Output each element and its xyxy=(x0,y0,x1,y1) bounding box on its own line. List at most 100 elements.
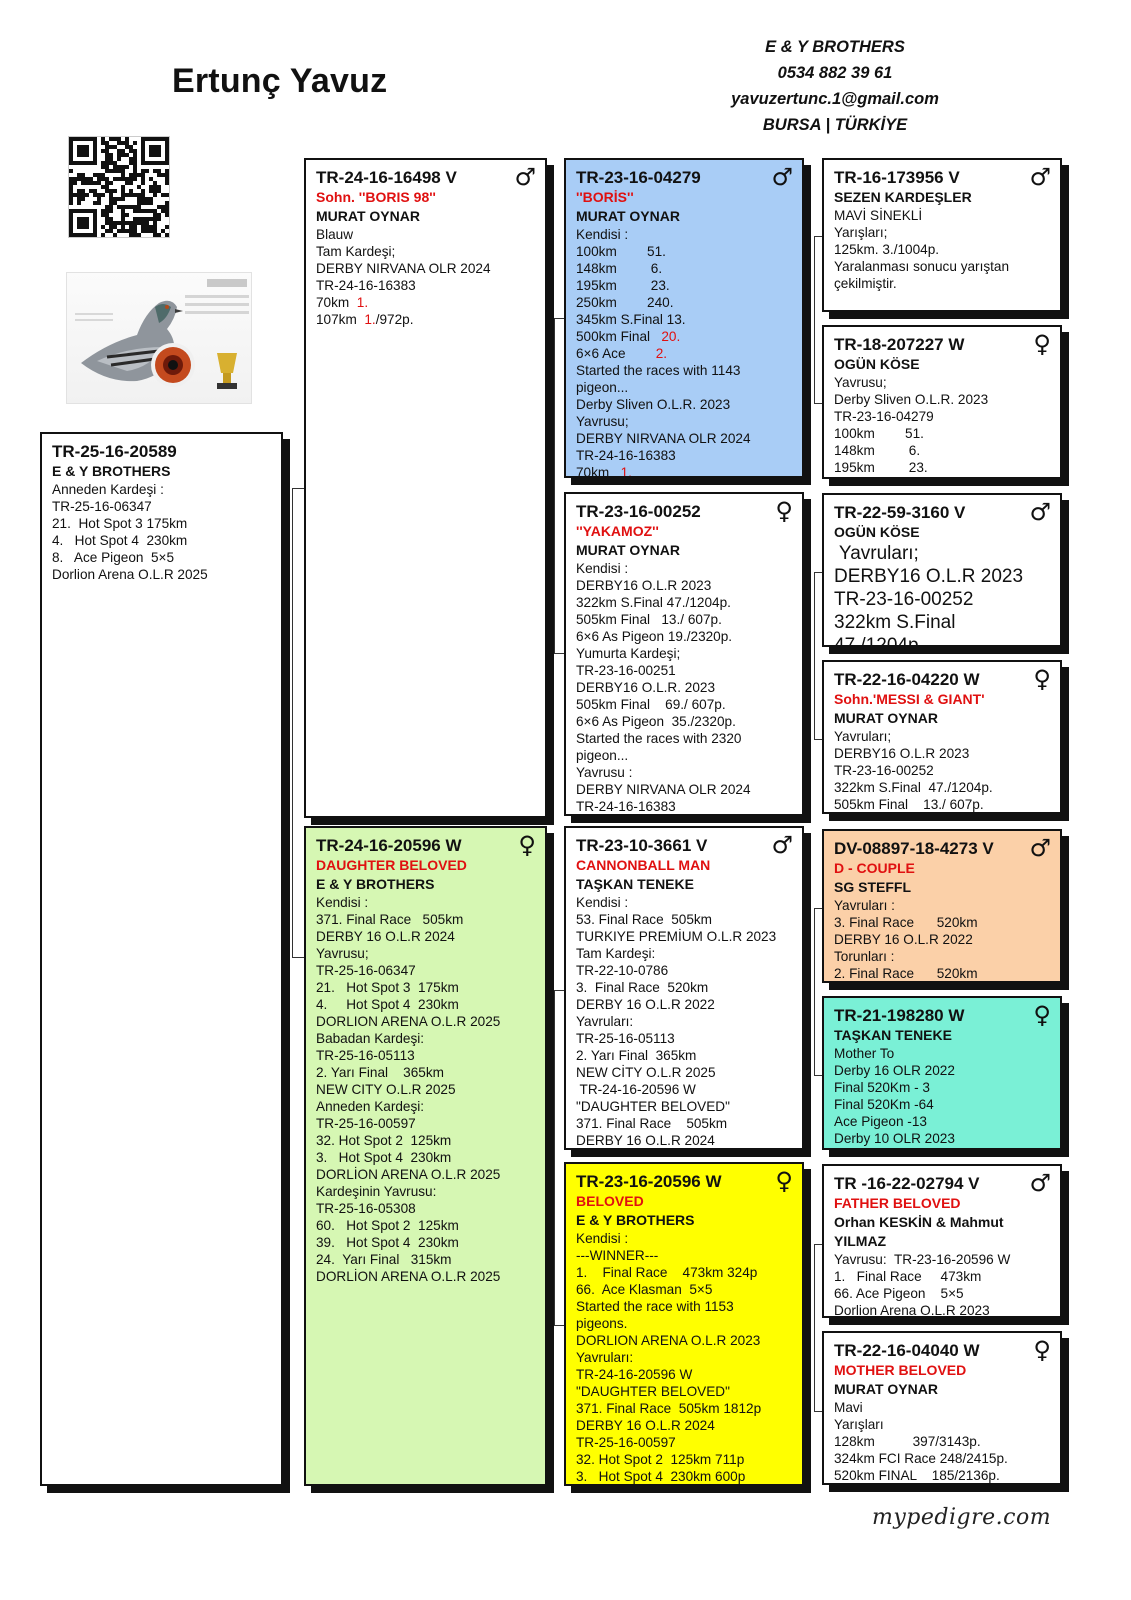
ring-number: TR-22-16-04220 W xyxy=(834,670,980,689)
owner-name: Ertunç Yavuz xyxy=(172,62,388,100)
female-symbol-icon: ♀ xyxy=(1033,1336,1051,1364)
note-line: TR-23-16-00252 xyxy=(834,589,974,610)
qr-module xyxy=(113,137,117,141)
note-line: 195km 23. xyxy=(576,278,670,293)
female-symbol-icon: ♀ xyxy=(775,1167,793,1195)
qr-module xyxy=(101,209,105,213)
ring-number: TR-16-173956 V xyxy=(834,168,960,187)
qr-module xyxy=(129,205,133,209)
note-line: Derby 16 OLR 2022 xyxy=(834,1063,955,1078)
qr-module xyxy=(117,157,121,161)
qr-module xyxy=(133,217,137,221)
note-line: 21. Hot Spot 3 175km xyxy=(316,980,459,995)
qr-module xyxy=(153,193,157,197)
qr-module xyxy=(165,177,169,181)
qr-module xyxy=(145,229,149,233)
pigeon-illustration xyxy=(75,279,249,389)
pigeon-name: CANNONBALL MAN xyxy=(576,857,711,873)
qr-module xyxy=(101,141,105,145)
note-line: TR-23-16-00251 xyxy=(576,663,676,678)
note-line: Kendisi : xyxy=(576,561,629,576)
pedigree-card-sds[interactable]: TR-22-59-3160 V♂OGÜN KÖSE Yavruları;DERB… xyxy=(822,493,1062,647)
qr-module xyxy=(129,221,133,225)
qr-module xyxy=(149,229,153,233)
qr-module xyxy=(121,193,125,197)
qr-module xyxy=(105,157,109,161)
contact-phone[interactable]: 0534 882 39 61 xyxy=(777,64,893,82)
qr-module xyxy=(93,173,97,177)
note-line: Blauw xyxy=(316,227,354,242)
qr-module xyxy=(69,189,73,193)
qr-module xyxy=(77,177,81,181)
qr-module xyxy=(145,197,149,201)
qr-module xyxy=(109,205,113,209)
qr-module xyxy=(145,217,149,221)
breeder-name: MURAT OYNAR xyxy=(316,208,420,224)
note-line: 148km 6. xyxy=(576,261,663,276)
qr-module xyxy=(105,217,109,221)
qr-module xyxy=(121,149,125,153)
contact-location: BURSA | TÜRKİYE xyxy=(762,116,908,134)
qr-module xyxy=(137,197,141,201)
qr-module xyxy=(129,181,133,185)
pigeon-photo xyxy=(66,272,252,404)
qr-module xyxy=(105,145,109,149)
qr-module xyxy=(141,197,145,201)
qr-module xyxy=(117,141,121,145)
qr-code-icon[interactable] xyxy=(68,136,170,238)
note-line: TR-22-10-0786 xyxy=(576,963,669,978)
ring-number: TR-23-16-00252 xyxy=(576,502,701,521)
qr-module xyxy=(109,193,113,197)
note-line: 322km S.Final 47./1204p. xyxy=(834,780,993,795)
qr-module xyxy=(129,161,133,165)
qr-module xyxy=(129,225,133,229)
note-line: Yavruları: xyxy=(576,1014,634,1029)
qr-module xyxy=(157,185,161,189)
footer-brand: mypedigre.com xyxy=(872,1505,1052,1530)
pedigree-card-sire[interactable]: TR-24-16-16498 V♂Sohn. ''BORIS 98''MURAT… xyxy=(304,158,547,818)
card-notes: Kendisi :100km 51.148km 6.195km 23.250km… xyxy=(576,226,792,476)
note-line: Started the races with 1143 xyxy=(576,363,741,378)
male-symbol-icon: ♂ xyxy=(1029,163,1051,191)
qr-module xyxy=(109,225,113,229)
breeder-name: OGÜN KÖSE xyxy=(834,524,920,540)
qr-module xyxy=(129,177,133,181)
note-line: TR-24-16-20596 W xyxy=(576,1082,696,1097)
contact-email[interactable]: yavuzertunc.1@gmail.com xyxy=(731,90,939,108)
qr-module xyxy=(105,165,109,169)
pedigree-card-sdd[interactable]: TR-22-16-04220 W♀Sohn.'MESSI & GIANT'MUR… xyxy=(822,660,1062,814)
qr-module xyxy=(113,221,117,225)
note-line: Final 520Km - 3 xyxy=(834,1080,930,1095)
note-line: pigeon... xyxy=(576,748,629,763)
qr-module xyxy=(97,193,101,197)
qr-module xyxy=(113,145,117,149)
qr-module xyxy=(165,181,169,185)
note-line: 148km 6. xyxy=(834,443,921,458)
note-line: DERBY NIRVANA OLR 2024 xyxy=(316,261,491,276)
note-line: TR-24-16-16383 xyxy=(576,799,676,814)
qr-module xyxy=(113,201,117,205)
qr-module xyxy=(109,181,113,185)
note-line: TR-23-16-04279 xyxy=(834,409,934,424)
ring-number: TR-23-16-04279 xyxy=(576,168,701,187)
note-line: Derby Sliven O.L.R. 2023 xyxy=(834,392,989,407)
qr-module xyxy=(161,173,165,177)
note-line: MAVİ SİNEKLİ xyxy=(834,208,923,223)
female-symbol-icon: ♀ xyxy=(1033,1001,1051,1029)
